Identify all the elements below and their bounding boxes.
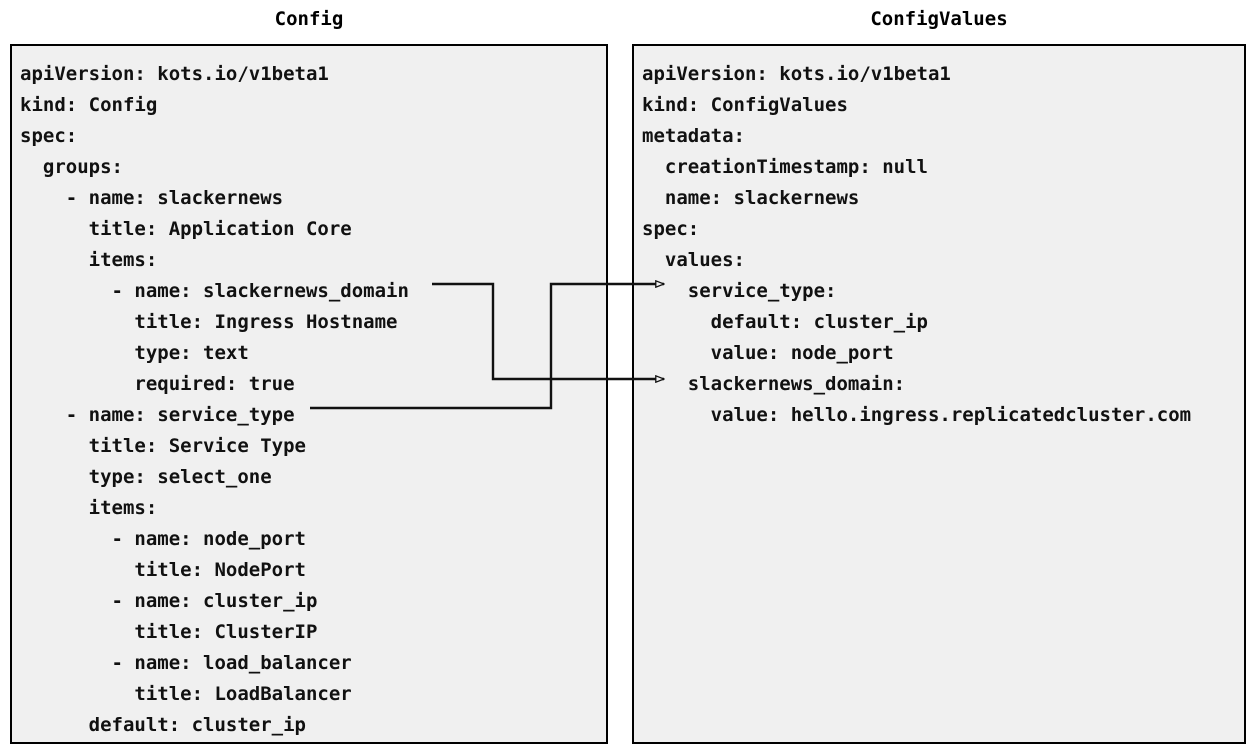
config-yaml-line-16: title: NodePort [20, 559, 306, 581]
config-yaml-line-19: - name: load_balancer [20, 652, 352, 674]
config-yaml-panel: apiVersion: kots.io/v1beta1 kind: Config s… [10, 44, 608, 744]
configvalues-yaml-line-10: slackernews_domain: [642, 373, 906, 395]
configvalues-yaml-line-1: kind: ConfigValues [642, 94, 848, 116]
config-yaml-line-8: title: Ingress Hostname [20, 311, 398, 333]
config-yaml-line-2: spec: [20, 125, 78, 147]
config-yaml-line-10: required: true [20, 373, 295, 395]
config-yaml-line-3: groups: [20, 156, 123, 178]
config-yaml-line-4: - name: slackernews [20, 187, 284, 209]
configvalues-yaml-line-7: service_type: [642, 280, 837, 302]
configvalues-yaml-body: apiVersion: kots.io/v1beta1 kind: ConfigV… [634, 46, 1191, 431]
configvalues-yaml-panel: apiVersion: kots.io/v1beta1 kind: ConfigV… [632, 44, 1246, 744]
configvalues-yaml-line-11: value: hello.ingress.replicatedcluster.c… [642, 404, 1192, 426]
config-yaml-line-9: type: text [20, 342, 249, 364]
config-yaml-line-12: title: Service Type [20, 435, 306, 457]
configvalues-yaml-line-3: creationTimestamp: null [642, 156, 928, 178]
config-yaml-body: apiVersion: kots.io/v1beta1 kind: Config s… [12, 46, 409, 741]
config-yaml-line-21: default: cluster_ip [20, 714, 306, 736]
config-yaml-line-5: title: Application Core [20, 218, 352, 240]
config-yaml-line-17: - name: cluster_ip [20, 590, 318, 612]
configvalues-yaml-line-5: spec: [642, 218, 700, 240]
config-yaml-line-0: apiVersion: kots.io/v1beta1 [20, 63, 329, 85]
config-yaml-line-20: title: LoadBalancer [20, 683, 352, 705]
config-yaml-line-1: kind: Config [20, 94, 158, 116]
config-yaml-line-13: type: select_one [20, 466, 272, 488]
config-yaml-line-18: title: ClusterIP [20, 621, 318, 643]
configvalues-yaml-line-8: default: cluster_ip [642, 311, 928, 333]
left-panel-title: Config [274, 8, 344, 30]
config-yaml-line-11: - name: service_type [20, 404, 295, 426]
right-panel-title: ConfigValues [870, 8, 1008, 30]
config-yaml-line-7: - name: slackernews_domain [20, 280, 409, 302]
configvalues-yaml-line-2: metadata: [642, 125, 745, 147]
config-yaml-line-15: - name: node_port [20, 528, 306, 550]
configvalues-yaml-line-6: values: [642, 249, 745, 271]
config-yaml-line-6: items: [20, 249, 158, 271]
configvalues-yaml-line-4: name: slackernews [642, 187, 860, 209]
configvalues-yaml-line-9: value: node_port [642, 342, 894, 364]
config-yaml-line-14: items: [20, 497, 158, 519]
configvalues-yaml-line-0: apiVersion: kots.io/v1beta1 [642, 63, 951, 85]
